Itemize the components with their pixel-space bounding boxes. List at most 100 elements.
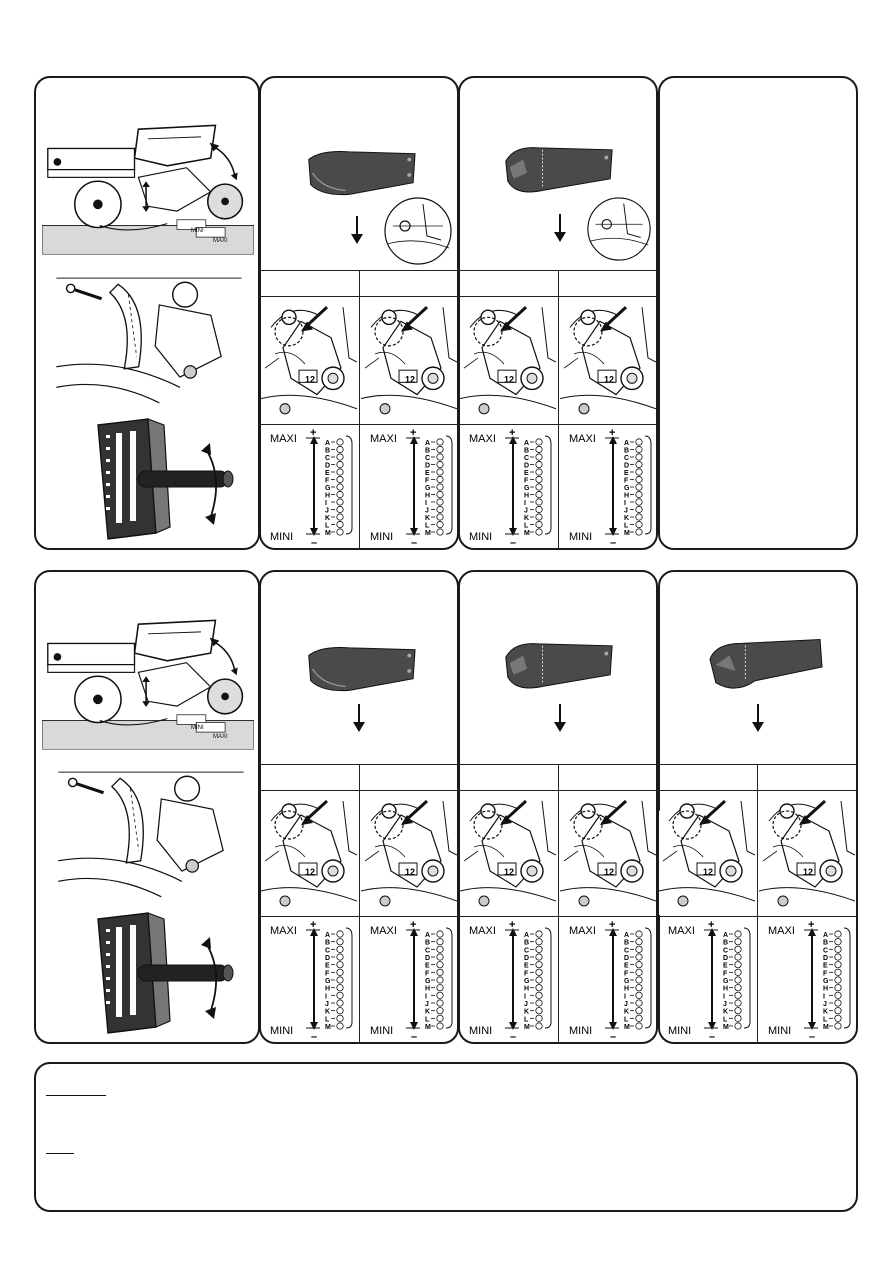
scale-hole	[734, 953, 742, 961]
scale-hole	[833, 1007, 842, 1015]
scale-letter: H	[723, 986, 728, 993]
scale-letter: K	[325, 1009, 330, 1016]
mini-label: MINI	[270, 531, 293, 543]
scale-letter: G	[325, 978, 331, 985]
pointer-arrowhead-icon	[798, 815, 811, 825]
scale-hole	[336, 984, 344, 992]
scale-hole	[535, 453, 543, 461]
scale-hole	[634, 438, 643, 446]
scale-arrow-up-icon	[509, 928, 517, 936]
scale-letter: F	[325, 970, 330, 977]
scale-hole	[435, 445, 444, 454]
scale-hole	[435, 976, 444, 984]
scale-letter: G	[823, 978, 829, 985]
pointer-arrowhead-icon	[500, 321, 512, 332]
scale-hole	[535, 505, 543, 514]
scale-hole	[336, 468, 344, 476]
scale-hole	[535, 460, 543, 469]
overview-panel-top: MINI MAXI	[34, 76, 260, 550]
maxi-label: MAXI	[768, 925, 795, 937]
scale-hole	[734, 984, 742, 992]
scale-hole	[634, 528, 643, 536]
scale-hole	[336, 930, 344, 938]
mini-label: MINI	[370, 1025, 393, 1037]
scale-hole	[734, 976, 742, 984]
scale-rail	[843, 927, 850, 1029]
scale-hole	[435, 930, 444, 938]
scale-letter: D	[425, 463, 430, 470]
scale-arrow-up-icon	[509, 436, 517, 444]
scale-letter: E	[425, 470, 430, 477]
maxi-label: MAXI	[270, 433, 297, 445]
scale-hole	[734, 999, 742, 1007]
down-arrow-icon	[554, 704, 566, 732]
scale-hole	[535, 968, 543, 976]
scale-letter: K	[325, 515, 330, 522]
minus-sign: –	[809, 1031, 815, 1042]
maxi-label: MAXI	[469, 433, 496, 445]
scale-hole	[634, 999, 643, 1007]
notes-heading-1-underline	[46, 1095, 106, 1096]
scale-hole	[535, 991, 543, 999]
notes-heading-2-underline	[46, 1153, 74, 1154]
scale-hole	[336, 1022, 344, 1030]
scale-letter: L	[425, 1016, 430, 1023]
scale-hole	[535, 490, 543, 499]
scale-hole	[535, 468, 543, 476]
grid-divider	[558, 764, 559, 1042]
scale-letter: H	[624, 986, 629, 993]
minus-sign: –	[610, 1031, 616, 1042]
scale-letter: H	[425, 986, 430, 993]
grid-divider	[659, 764, 857, 765]
overview-panel-mid: MINI MAXI	[34, 570, 260, 1044]
scale-letter: G	[325, 485, 331, 492]
mechanism-detail: 12	[759, 791, 855, 915]
scale-letter: M	[624, 530, 630, 537]
scale-letter: J	[325, 1001, 329, 1008]
scale-letter: I	[823, 993, 825, 1000]
grid-divider	[460, 764, 658, 765]
scale-hole	[336, 1007, 344, 1015]
scale-letter: C	[524, 455, 529, 462]
scale-letter: I	[425, 500, 427, 507]
mechanism-detail: 12	[560, 297, 656, 423]
plus-sign: +	[310, 427, 316, 439]
scraper-shoe-image	[500, 640, 616, 698]
grid-divider	[359, 270, 360, 548]
scale-hole	[535, 1007, 543, 1015]
scale-letter: D	[524, 955, 529, 962]
scale-arrow-down-icon	[807, 1022, 816, 1030]
scale-hole	[535, 930, 543, 938]
scale-hole	[833, 961, 842, 969]
scale-hole	[435, 438, 444, 446]
scale-letter: F	[624, 970, 629, 977]
mechanism-detail: 12	[560, 791, 656, 915]
bracket-detail	[56, 274, 242, 408]
scale-rail	[544, 927, 552, 1029]
mini-label: MINI	[191, 725, 204, 731]
scale-hole	[336, 976, 344, 984]
scale-hole	[535, 1022, 543, 1030]
scale-hole	[535, 475, 543, 484]
scale-letter: G	[425, 978, 431, 985]
grid-divider	[460, 790, 658, 791]
scale-letter: H	[325, 493, 330, 500]
scale-hole	[435, 1014, 444, 1022]
scale-hole	[535, 520, 543, 529]
scale-letter: G	[524, 978, 530, 985]
pointer-arrowhead-icon	[301, 321, 313, 332]
scale-arrow-up-icon	[608, 928, 617, 936]
scale-rail	[345, 927, 353, 1029]
scale-letter: H	[325, 986, 330, 993]
scale-letter: B	[524, 940, 529, 947]
scale-hole	[336, 513, 344, 521]
inset-detail	[586, 196, 652, 262]
scale-hole	[435, 953, 444, 961]
